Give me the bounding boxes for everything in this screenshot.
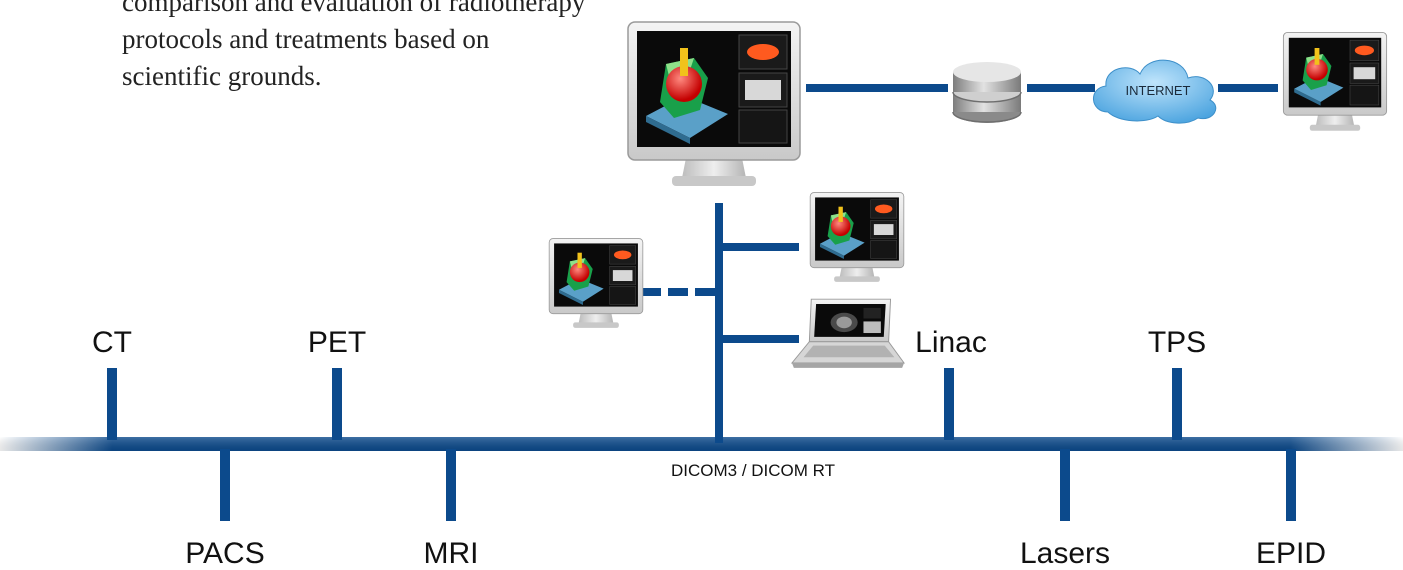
workstation-monitor-icon [809, 192, 905, 283]
dash-3 [695, 288, 719, 296]
drop-linac [944, 368, 954, 440]
intro-line-3: scientific grounds. [122, 61, 322, 91]
drop-pacs [220, 449, 230, 521]
database-icon [952, 62, 1022, 123]
bus-label: DICOM3 / DICOM RT [671, 461, 835, 480]
device-drops [107, 368, 1296, 521]
device-label-tps: TPS [1148, 326, 1206, 359]
intro-line-1: comparison and evaluation of radiotherap… [122, 0, 586, 17]
server-monitor-icon [627, 21, 801, 187]
branch-laptop [719, 335, 799, 343]
internet-cloud-icon [1093, 59, 1217, 124]
trunk-line [715, 203, 723, 443]
remote-workstation-icon [548, 238, 644, 329]
intro-line-2: protocols and treatments based on [122, 24, 490, 54]
dash-1 [641, 288, 661, 296]
drop-epid [1286, 449, 1296, 521]
laptop-icon [791, 298, 905, 369]
internet-links [806, 84, 1278, 92]
device-label-epid: EPID [1256, 537, 1326, 570]
intro-text: comparison and evaluation of radiotherap… [122, 0, 592, 95]
device-label-ct: CT [92, 326, 132, 359]
dicom-bus [0, 437, 1403, 451]
drop-mri [446, 449, 456, 521]
link-server-db [806, 84, 948, 92]
device-label-pacs: PACS [185, 537, 264, 570]
branch-workstation [719, 243, 799, 251]
dash-2 [668, 288, 688, 296]
drop-lasers [1060, 449, 1070, 521]
drop-pet [332, 368, 342, 440]
device-label-linac: Linac [915, 326, 987, 359]
remote-monitor-icon [1282, 31, 1388, 132]
workstation-links [641, 203, 799, 443]
drop-tps [1172, 368, 1182, 440]
link-cloud-remote [1218, 84, 1278, 92]
device-label-pet: PET [308, 326, 366, 359]
drop-ct [107, 368, 117, 440]
link-db-cloud [1027, 84, 1095, 92]
internet-label: INTERNET [1126, 83, 1191, 98]
device-label-lasers: Lasers [1020, 537, 1110, 570]
device-label-mri: MRI [424, 537, 479, 570]
